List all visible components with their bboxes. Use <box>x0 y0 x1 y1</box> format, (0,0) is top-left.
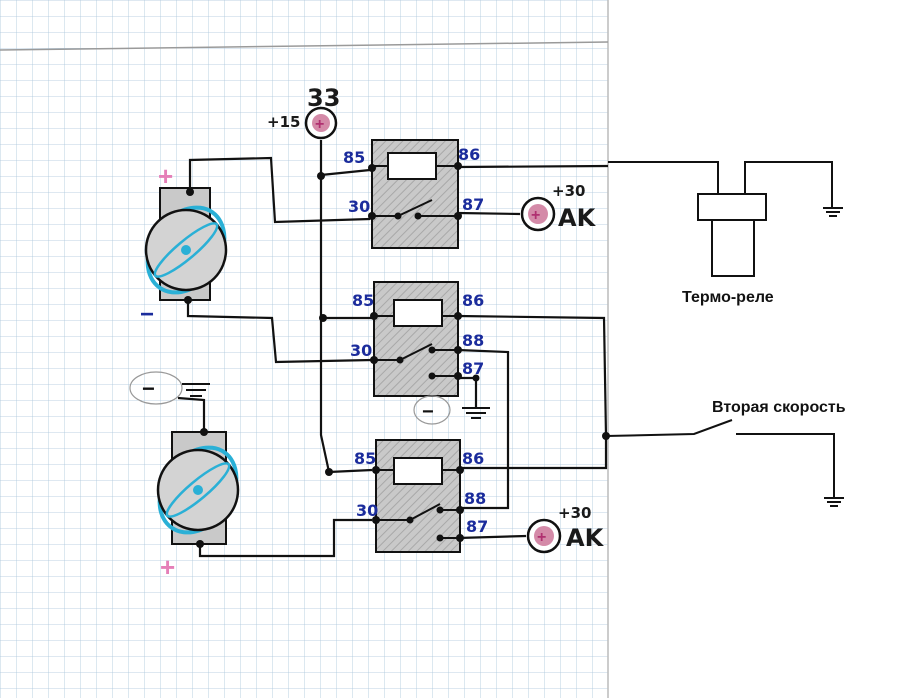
paper-fold <box>0 41 609 51</box>
graph-paper <box>0 0 608 698</box>
battery-1-voltage: +30 <box>552 182 585 200</box>
battery-1: + +30 AK <box>520 182 597 232</box>
fan-motor-2: − + <box>129 371 240 582</box>
relay-2-ground-note: − <box>413 395 451 425</box>
battery-2-voltage: +30 <box>558 504 591 522</box>
relay-2-pin-87: 87 <box>462 359 484 378</box>
battery-2: + +30 AK <box>526 504 605 554</box>
fan-1-minus: − <box>140 301 154 328</box>
ignition-terminal: 33 +15 + <box>267 84 340 140</box>
thermo-relay-label: Термо-реле <box>682 289 774 306</box>
relay-2-minus-note: − <box>422 401 434 423</box>
relay-3-pin-86: 86 <box>462 449 484 468</box>
relay-3: 85 86 30 88 87 <box>354 439 488 553</box>
battery-2-name: AK <box>566 524 605 552</box>
ground-symbol-switch <box>824 497 844 507</box>
svg-text:+: + <box>531 207 540 224</box>
relay-2: 85 86 30 88 87 <box>350 281 484 397</box>
relay-2-pin-30: 30 <box>350 341 372 360</box>
fan-2-minus-note: − <box>142 376 155 401</box>
relay-1-coil <box>387 152 437 180</box>
thermo-relay-body <box>697 193 767 221</box>
battery-1-name: AK <box>558 204 597 232</box>
fan-1-plus: + <box>158 161 173 191</box>
second-speed-label: Вторая скорость <box>712 399 846 416</box>
relay-2-pin-88: 88 <box>462 331 484 350</box>
relay-3-pin-85: 85 <box>354 449 376 468</box>
relay-2-coil <box>393 299 443 327</box>
relay-2-pin-85: 85 <box>352 291 374 310</box>
relay-1-pin-86: 86 <box>458 145 480 164</box>
relay-1-pin-30: 30 <box>348 197 370 216</box>
relay-1: 85 86 30 87 <box>343 139 484 249</box>
relay-1-pin-87: 87 <box>462 195 484 214</box>
thermo-relay-sensor <box>711 219 755 277</box>
svg-text:+: + <box>315 116 324 133</box>
relay-3-pin-30: 30 <box>356 501 378 520</box>
thermo-relay <box>608 161 833 277</box>
ignition-label: +15 <box>267 113 300 131</box>
ground-symbol-relay2 <box>462 407 490 419</box>
second-speed-switch <box>605 419 835 498</box>
svg-text:+: + <box>537 529 546 546</box>
relay-3-pin-87: 87 <box>466 517 488 536</box>
relay-2-pin-86: 86 <box>462 291 484 310</box>
relay-3-body <box>375 439 461 553</box>
ground-symbol-thermo <box>823 207 843 217</box>
fan-motor-1: + − <box>140 161 228 328</box>
fan-2-plus: + <box>160 552 175 582</box>
relay-1-pin-85: 85 <box>343 148 365 167</box>
relay-3-pin-88: 88 <box>464 489 486 508</box>
relay-3-coil <box>393 457 443 485</box>
